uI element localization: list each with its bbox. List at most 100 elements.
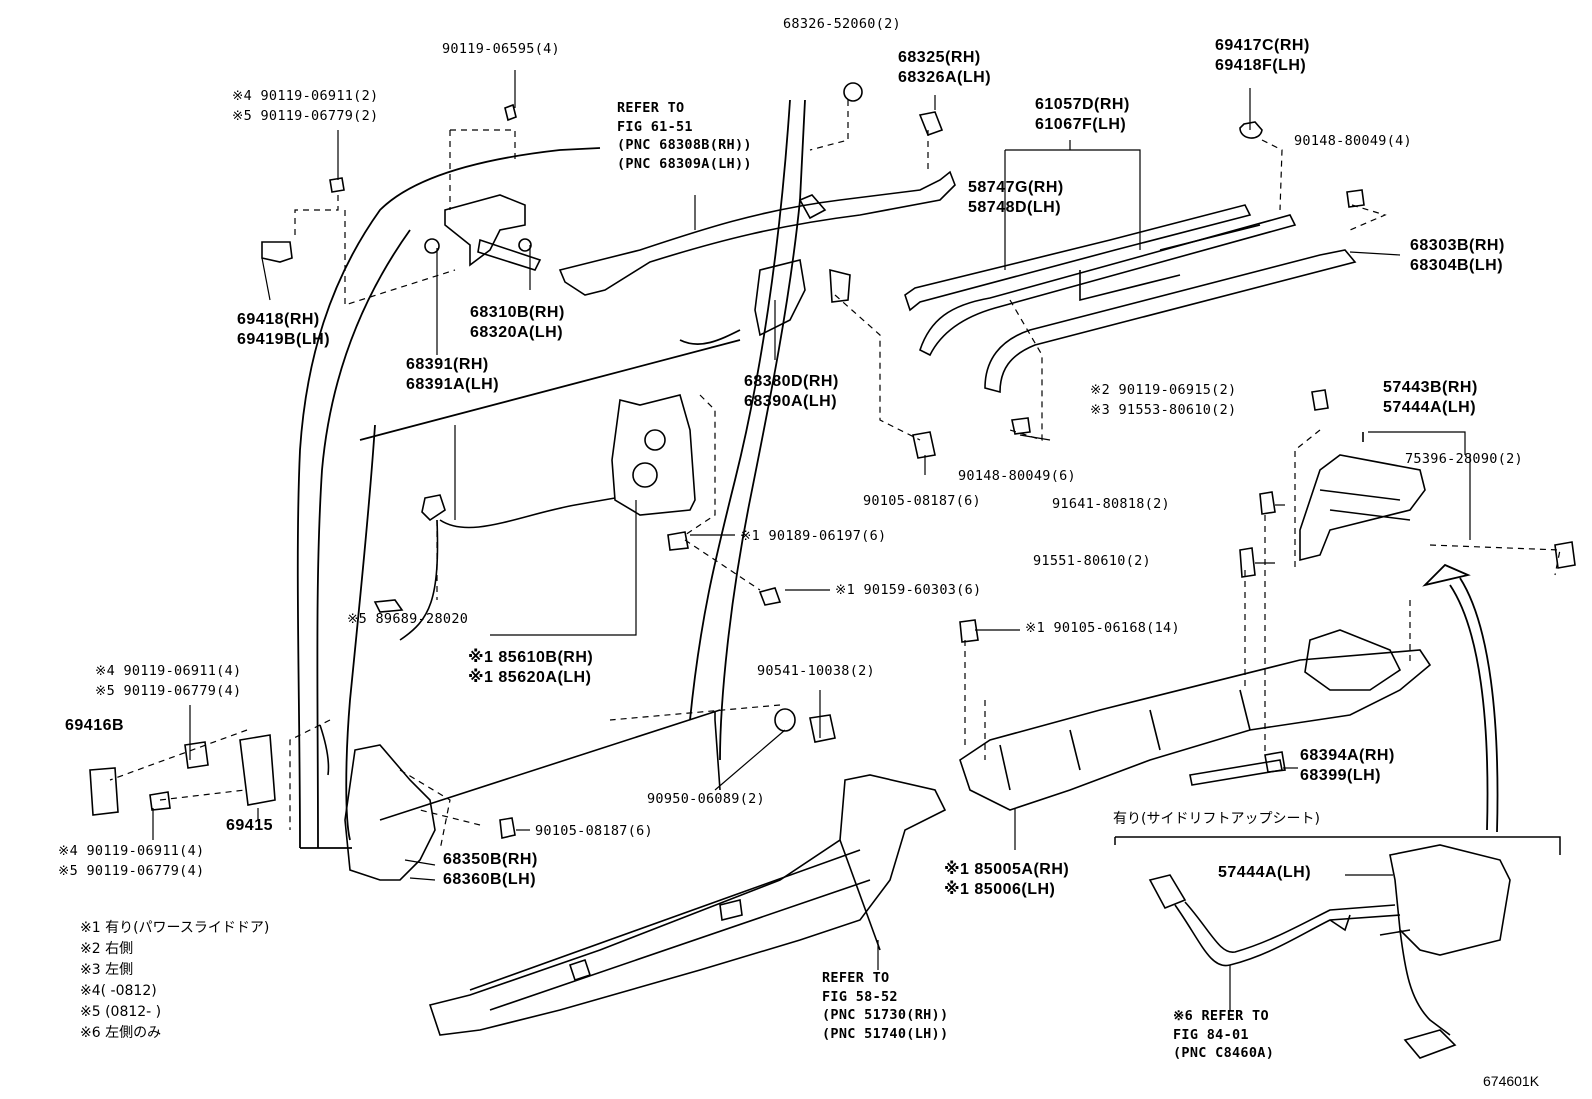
label-68380d-rh: 68380D(RH) bbox=[744, 373, 839, 390]
small-fasteners-top bbox=[261, 82, 1263, 263]
label-90119-06779-bot: ※5 90119-06779(4) bbox=[58, 862, 205, 879]
label-69418f-lh: 69418F(LH) bbox=[1215, 57, 1307, 74]
note-4: ※4( -0812) bbox=[80, 983, 157, 999]
label-68350b-rh: 68350B(RH) bbox=[443, 851, 538, 868]
lower-hinge bbox=[89, 724, 436, 881]
label-85610b-rh: ※1 85610B(RH) bbox=[468, 649, 594, 666]
label-61057: 61057D(RH) 61067F(LH) bbox=[1035, 97, 1130, 137]
note-2: ※2 右側 bbox=[80, 941, 134, 957]
label-68320a-lh: 68320A(LH) bbox=[470, 324, 564, 341]
label-68325: 68325(RH) 68326A(LH) bbox=[898, 50, 991, 90]
label-57444a-lh-option: 57444A(LH) bbox=[1218, 864, 1312, 881]
label-90119-06779-top: ※5 90119-06779(2) bbox=[232, 107, 379, 124]
pointer-arrow bbox=[1422, 563, 1499, 833]
label-57443: 57443B(RH) 57444A(LH) bbox=[1383, 380, 1478, 420]
tray-fasteners bbox=[959, 491, 1276, 643]
option-assembly bbox=[1148, 844, 1511, 1059]
note-3: ※3 左側 bbox=[80, 962, 134, 978]
label-69418-rh: 69418(RH) bbox=[237, 311, 320, 328]
label-68390a-lh: 68390A(LH) bbox=[744, 393, 838, 410]
label-91553-80610: ※3 91553-80610(2) bbox=[1090, 401, 1237, 418]
label-68350: 68350B(RH) 68360B(LH) bbox=[443, 852, 538, 892]
refer-84-01-line3: (PNC C8460A) bbox=[1173, 1045, 1275, 1061]
hinge-bracket bbox=[424, 194, 542, 271]
label-90119-06911-mid: ※4 90119-06911(4) bbox=[95, 663, 242, 679]
refer-61-51-line3: (PNC 68308B(RH)) bbox=[617, 137, 752, 153]
option-box bbox=[1114, 836, 1561, 855]
label-68391a-lh: 68391A(LH) bbox=[406, 376, 500, 393]
label-90119-right: ※2 90119-06915(2) ※3 91553-80610(2) bbox=[1090, 383, 1237, 423]
label-85610: ※1 85610B(RH) ※1 85620A(LH) bbox=[468, 650, 593, 690]
seat-bracket bbox=[1299, 432, 1576, 569]
note-5: ※5 (0812- ) bbox=[80, 1004, 162, 1020]
label-58748d-lh: 58748D(LH) bbox=[968, 199, 1062, 216]
note-1: ※1 有り(パワースライドドア) bbox=[80, 920, 270, 936]
refer-61-51-line2: FIG 61-51 bbox=[617, 118, 693, 135]
label-90105-08187-b: 90105-08187(6) bbox=[535, 823, 653, 839]
roller-parts bbox=[379, 708, 836, 821]
label-90119-top: ※4 90119-06911(2) ※5 90119-06779(2) bbox=[232, 89, 379, 129]
label-61057d-rh: 61057D(RH) bbox=[1035, 96, 1130, 113]
label-68304b-lh: 68304B(LH) bbox=[1410, 257, 1504, 274]
label-68326-52060: 68326-52060(2) bbox=[783, 16, 901, 32]
label-68310b-rh: 68310B(RH) bbox=[470, 304, 565, 321]
refer-fig-61-51: REFER TO FIG 61-51 (PNC 68308B(RH)) (PNC… bbox=[617, 100, 752, 176]
label-91551-80610: 91551-80610(2) bbox=[1033, 553, 1151, 569]
label-61067f-lh: 61067F(LH) bbox=[1035, 116, 1127, 133]
label-90148-80049-a: 90148-80049(4) bbox=[1294, 133, 1412, 149]
option-header: 有り(サイドリフトアップシート) bbox=[1113, 811, 1320, 827]
label-90148-80049-b: 90148-80049(6) bbox=[958, 468, 1076, 484]
label-68394: 68394A(RH) 68399(LH) bbox=[1300, 748, 1395, 788]
label-69416b: 69416B bbox=[65, 717, 125, 734]
label-68380: 68380D(RH) 68390A(LH) bbox=[744, 374, 839, 414]
refer-84-01-line2: FIG 84-01 bbox=[1173, 1026, 1249, 1043]
label-90119-06595: 90119-06595(4) bbox=[442, 41, 560, 57]
solid-leaders bbox=[152, 70, 1471, 1010]
note-6: ※6 左側のみ bbox=[80, 1025, 162, 1041]
label-69418: 69418(RH) 69419B(LH) bbox=[237, 312, 330, 352]
refer-58-52-line3: (PNC 51730(RH)) bbox=[822, 1007, 949, 1023]
label-90105-06168: ※1 90105-06168(14) bbox=[1025, 620, 1180, 636]
label-58747: 58747G(RH) 58748D(LH) bbox=[968, 180, 1064, 220]
refer-fig-84-01: ※6 REFER TO FIG 84-01 (PNC C8460A) bbox=[1173, 1008, 1275, 1066]
label-68399-lh: 68399(LH) bbox=[1300, 767, 1381, 784]
label-69417: 69417C(RH) 69418F(LH) bbox=[1215, 38, 1310, 78]
label-58747g-rh: 58747G(RH) bbox=[968, 179, 1064, 196]
label-57443b-rh: 57443B(RH) bbox=[1383, 379, 1478, 396]
refer-61-51-line1: REFER TO bbox=[617, 100, 685, 116]
label-85620a-lh: ※1 85620A(LH) bbox=[468, 669, 592, 686]
label-90189-06197: ※1 90189-06197(6) bbox=[740, 528, 887, 544]
label-69419b-lh: 69419B(LH) bbox=[237, 331, 331, 348]
label-90105-08187-a: 90105-08187(6) bbox=[863, 493, 981, 509]
figure-id: 674601K bbox=[1483, 1073, 1540, 1089]
lower-sill bbox=[428, 774, 947, 1036]
label-68325-rh: 68325(RH) bbox=[898, 49, 981, 66]
latch-assembly bbox=[373, 189, 1365, 839]
label-85006-lh: ※1 85006(LH) bbox=[944, 881, 1056, 898]
label-69417c-rh: 69417C(RH) bbox=[1215, 37, 1310, 54]
label-90119-06911-bot: ※4 90119-06911(4) bbox=[58, 843, 205, 859]
label-90119-mid: ※4 90119-06911(4) ※5 90119-06779(4) bbox=[95, 663, 242, 704]
label-68303: 68303B(RH) 68304B(LH) bbox=[1410, 238, 1505, 278]
label-68303b-rh: 68303B(RH) bbox=[1410, 237, 1505, 254]
label-85005: ※1 85005A(RH) ※1 85006(LH) bbox=[944, 862, 1069, 902]
label-68360b-lh: 68360B(LH) bbox=[443, 871, 537, 888]
upper-rail bbox=[558, 170, 956, 296]
body-opening-outline bbox=[296, 99, 806, 849]
label-68310: 68310B(RH) 68320A(LH) bbox=[470, 305, 565, 345]
refer-fig-58-52: REFER TO FIG 58-52 (PNC 51730(RH)) (PNC … bbox=[822, 970, 949, 1046]
under-tray bbox=[959, 629, 1432, 811]
label-89689-28020: ※5 89689-28020 bbox=[347, 611, 469, 627]
refer-84-01-line1: ※6 REFER TO bbox=[1173, 1008, 1269, 1024]
roof-rails bbox=[904, 204, 1357, 394]
refer-58-52-line1: REFER TO bbox=[822, 970, 890, 986]
label-68394a-rh: 68394A(RH) bbox=[1300, 747, 1395, 764]
label-69415: 69415 bbox=[226, 817, 273, 834]
refer-58-52-line2: FIG 58-52 bbox=[822, 988, 898, 1005]
label-90159-60303: ※1 90159-60303(6) bbox=[835, 582, 982, 598]
label-91641-80818: 91641-80818(2) bbox=[1052, 496, 1170, 512]
label-90119-06779-mid: ※5 90119-06779(4) bbox=[95, 682, 242, 699]
label-90541-10038: 90541-10038(2) bbox=[757, 663, 875, 679]
footnotes: ※1 有り(パワースライドドア) ※2 右側 ※3 左側 ※4( -0812) … bbox=[80, 921, 269, 1047]
